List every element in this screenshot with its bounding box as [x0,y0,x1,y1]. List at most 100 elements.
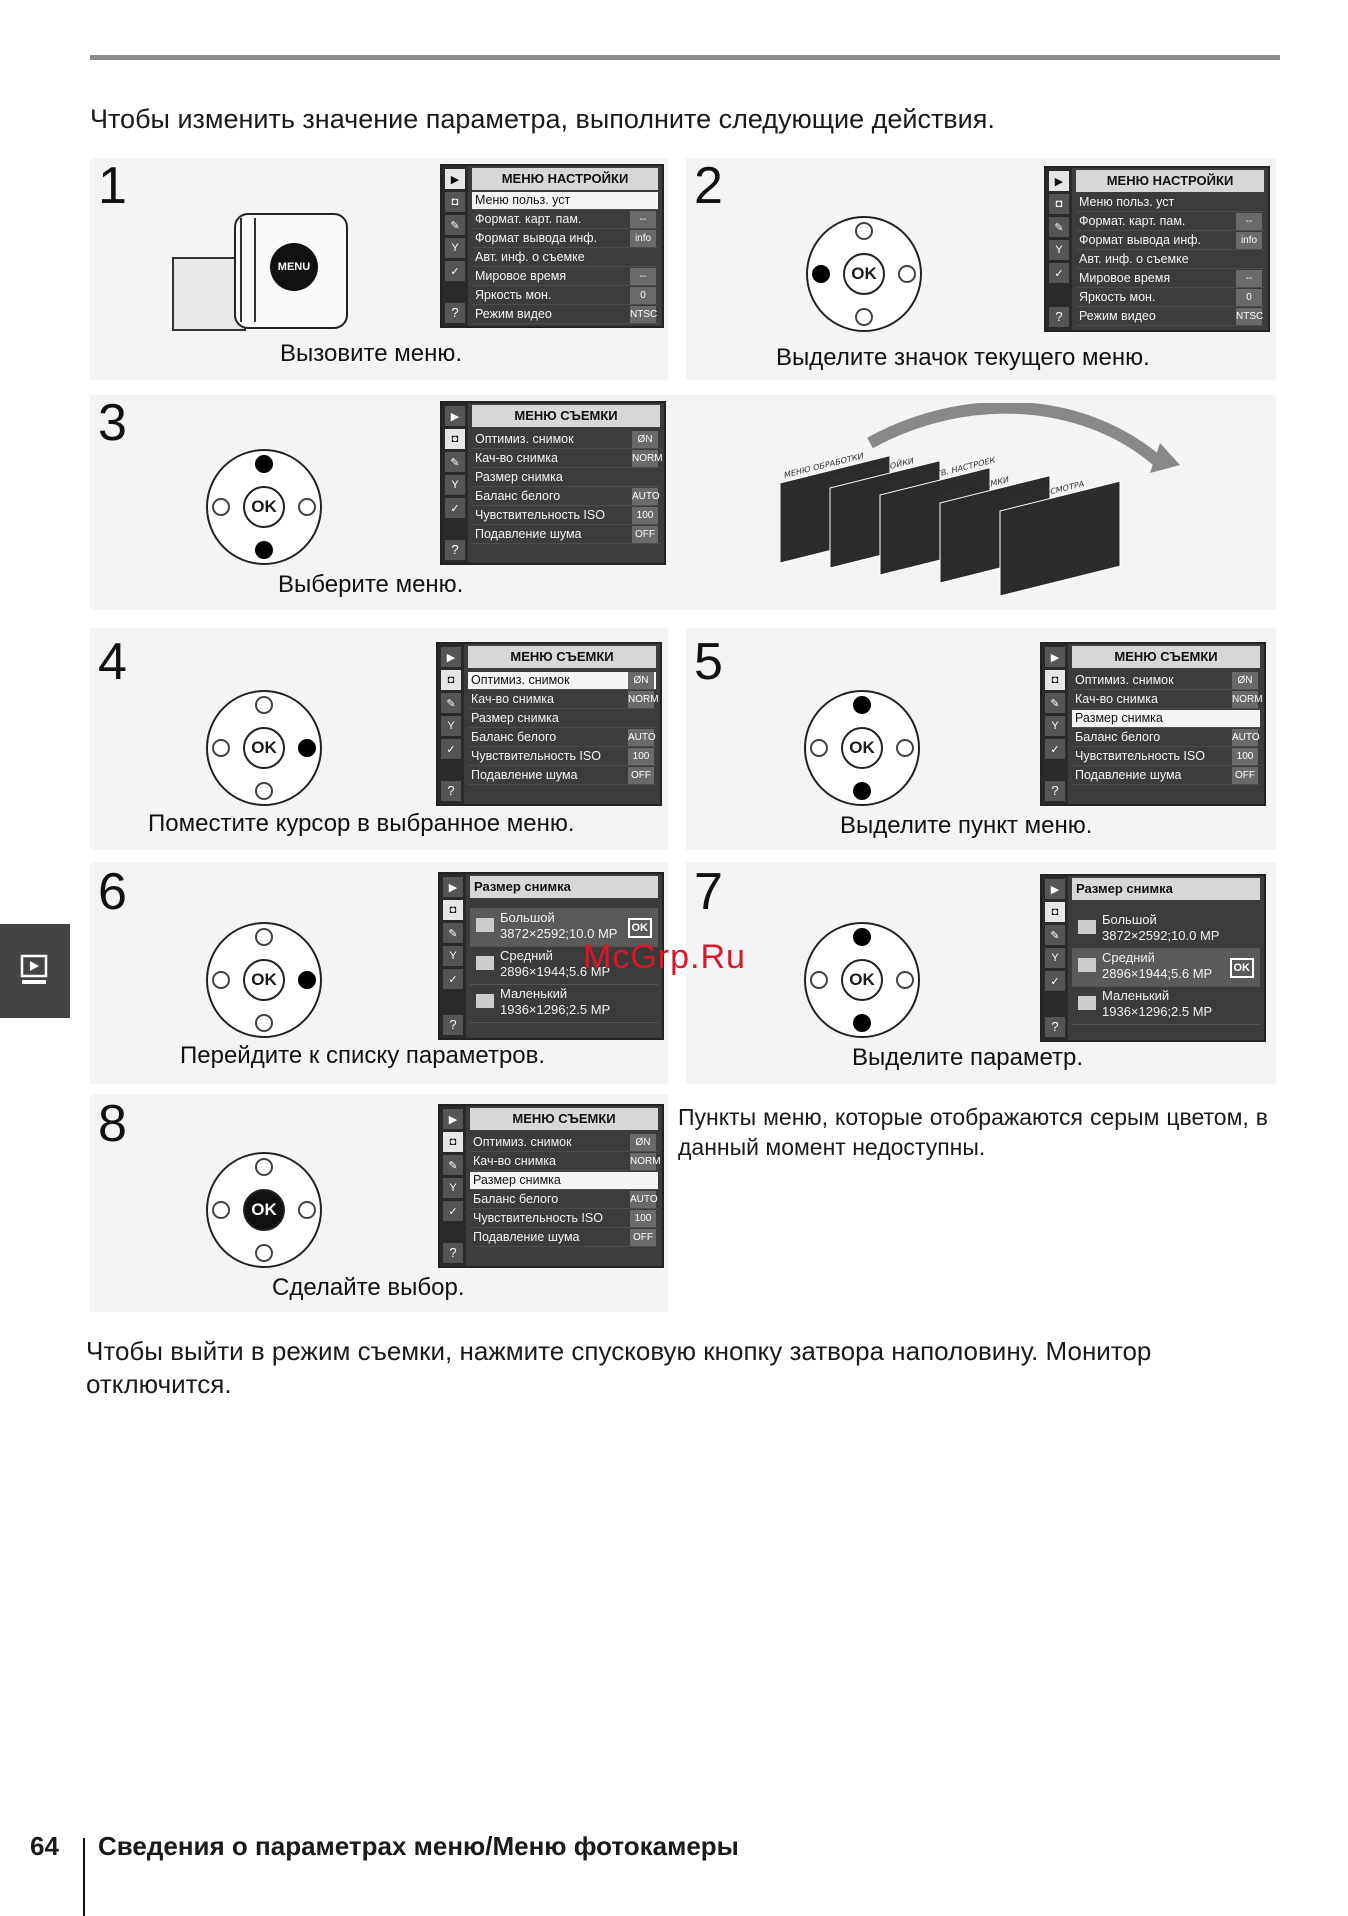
up-arrow[interactable] [255,1158,273,1176]
down-arrow[interactable] [255,782,273,800]
up-arrow[interactable] [853,696,871,714]
ok-button[interactable]: OK [843,253,885,295]
down-arrow[interactable] [255,541,273,559]
menu-row[interactable]: Яркость мон.0 [472,287,658,305]
up-arrow[interactable] [255,696,273,714]
ok-button[interactable]: OK [841,959,883,1001]
menu-title: МЕНЮ СЪЕМКИ [470,1108,658,1130]
left-arrow[interactable] [812,265,830,283]
right-arrow[interactable] [298,1201,316,1219]
size-medium-icon [1078,958,1096,972]
menu-row[interactable]: Формат. карт. пам.-- [1076,213,1264,231]
playback-tab-icon: ▶ [441,647,461,667]
step-caption: Поместите курсор в выбранное меню. [148,810,575,837]
multi-selector[interactable]: OK [206,922,322,1038]
right-arrow[interactable] [896,739,914,757]
menu-row[interactable]: Меню польз. уст [1076,194,1264,212]
multi-selector[interactable]: OK [206,449,322,565]
menu-row[interactable]: Мировое время-- [472,268,658,286]
menu-row[interactable]: Формат. карт. пам.-- [472,211,658,229]
left-arrow[interactable] [212,498,230,516]
multi-selector[interactable]: OK [206,1152,322,1268]
ok-button[interactable]: OK [243,727,285,769]
menu-row[interactable]: Авт. инф. о съемке [1076,251,1264,269]
left-arrow[interactable] [810,971,828,989]
size-medium-icon [476,956,494,970]
ok-button[interactable]: OK [243,959,285,1001]
menu-row[interactable]: Формат вывода инф.info [472,230,658,248]
ok-button[interactable]: OK [243,486,285,528]
right-arrow[interactable] [298,971,316,989]
down-arrow[interactable] [255,1014,273,1032]
ok-button[interactable]: OK [841,727,883,769]
left-arrow[interactable] [212,739,230,757]
menu-row[interactable]: Меню польз. уст [472,192,658,210]
step-caption: Вызовите меню. [280,340,463,367]
right-arrow[interactable] [898,265,916,283]
up-arrow[interactable] [855,222,873,240]
right-arrow[interactable] [896,971,914,989]
down-arrow[interactable] [255,1244,273,1262]
up-arrow[interactable] [853,928,871,946]
up-arrow[interactable] [255,928,273,946]
multi-selector[interactable]: OK [206,690,322,806]
step-number: 4 [98,633,127,691]
multi-selector[interactable]: OK [804,922,920,1038]
down-arrow[interactable] [855,308,873,326]
multi-selector[interactable]: OK [806,216,922,332]
left-arrow[interactable] [212,971,230,989]
menu-row[interactable]: Авт. инф. о съемке [472,249,658,267]
menu-row[interactable]: Размер снимка [1072,710,1260,728]
menu-row[interactable]: Размер снимка [472,469,660,487]
left-arrow[interactable] [810,739,828,757]
menu-row[interactable]: Яркость мон.0 [1076,289,1264,307]
down-arrow[interactable] [853,1014,871,1032]
menu-row[interactable]: Размер снимка [468,710,656,728]
down-arrow[interactable] [853,782,871,800]
playback-section-tab [0,924,70,1018]
menu-row[interactable]: Формат вывода инф.info [1076,232,1264,250]
multi-selector[interactable]: OK [804,690,920,806]
check-tab-icon: ✓ [445,498,465,518]
right-arrow[interactable] [298,739,316,757]
menu-row[interactable]: Размер снимка [470,1172,658,1190]
up-arrow[interactable] [255,455,273,473]
menu-button[interactable]: MENU [270,243,318,291]
menu-row[interactable]: Мировое время-- [1076,270,1264,288]
right-arrow[interactable] [298,498,316,516]
ok-button[interactable]: OK [243,1189,285,1231]
menu-title: МЕНЮ СЪЕМКИ [1072,646,1260,668]
left-arrow[interactable] [212,1201,230,1219]
